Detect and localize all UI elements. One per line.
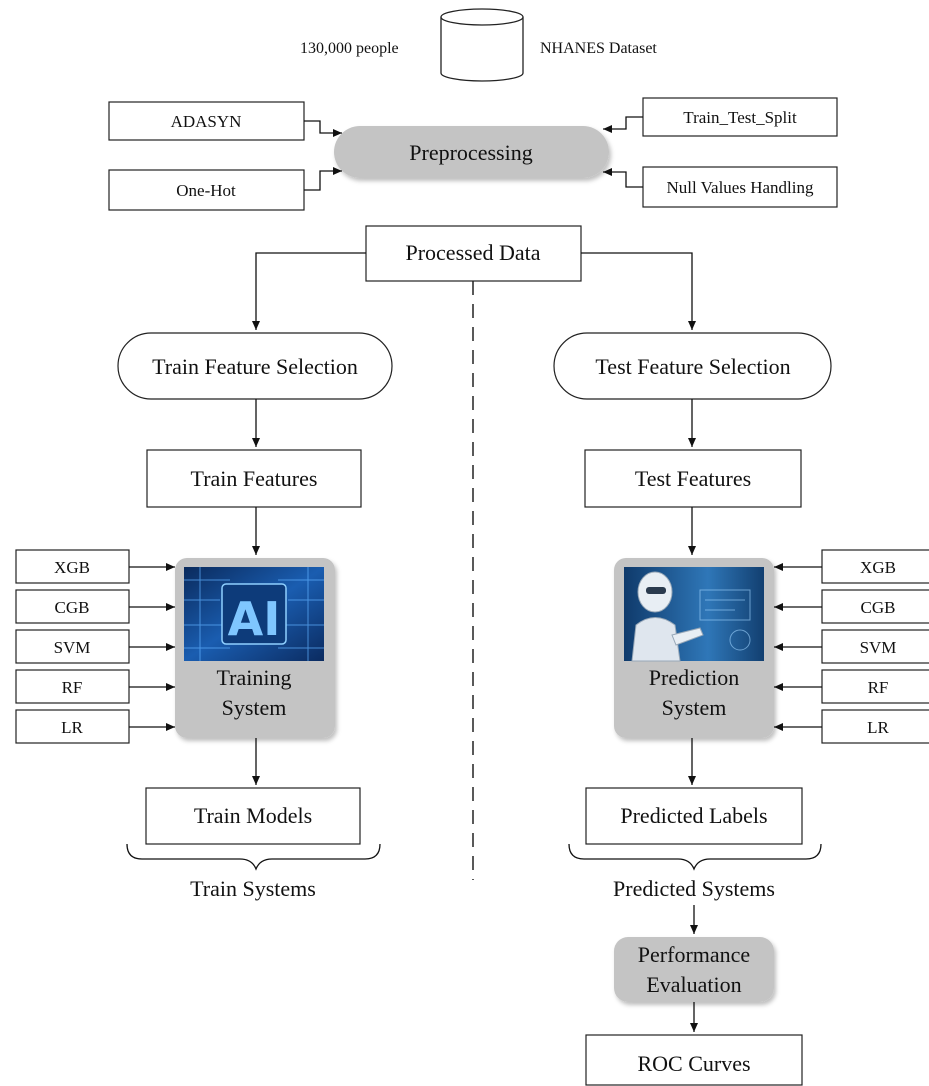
test-algo-box-cgb	[821, 589, 929, 624]
adasyn-label: ADASYN	[171, 112, 242, 131]
train-systems-label: Train Systems	[190, 876, 316, 901]
training-system-label-line1: Training	[217, 665, 292, 690]
training-system-label-line2: System	[222, 695, 287, 720]
performance-evaluation-node	[614, 937, 774, 1002]
test-branch-connector	[581, 252, 696, 330]
dataset-count-label: 130,000 people	[300, 40, 399, 57]
train-algo-label-lr: LR	[61, 718, 83, 737]
dataset-cylinder	[440, 8, 524, 82]
train-features-label: Train Features	[191, 466, 318, 491]
roc-curves-box	[585, 1034, 803, 1086]
train-algo-box-xgb	[15, 549, 130, 584]
train-algo-box-cgb	[15, 589, 130, 624]
predicted-systems-brace	[568, 843, 822, 871]
one-hot-label: One-Hot	[176, 181, 236, 200]
processed-data-label: Processed Data	[405, 240, 540, 265]
predicted-labels-box	[585, 787, 803, 845]
test-algo-label-lr: LR	[867, 718, 889, 737]
prediction-system-label-line1: Prediction	[649, 665, 739, 690]
null-values-connector	[603, 168, 643, 188]
test-features-label: Test Features	[635, 466, 751, 491]
preprocessing-label: Preprocessing	[409, 140, 532, 165]
test-features-box	[584, 449, 802, 508]
train-models-box	[145, 787, 361, 845]
test-algo-label-cgb: CGB	[861, 598, 896, 617]
test-algorithms: XGB CGB SVM RF LR	[774, 549, 929, 744]
dataset-name-label: NHANES Dataset	[540, 40, 657, 57]
robot-image	[624, 567, 764, 662]
train-systems-brace	[126, 843, 381, 871]
train-algo-label-svm: SVM	[54, 638, 91, 657]
performance-evaluation-label-line1: Performance	[638, 942, 750, 967]
train-features-box	[146, 449, 362, 508]
train-feature-selection-node	[117, 332, 393, 400]
train-algorithms: XGB CGB SVM RF LR	[15, 549, 175, 744]
test-algo-label-svm: SVM	[860, 638, 897, 657]
train-algo-label-xgb: XGB	[54, 558, 90, 577]
test-algo-box-rf	[821, 669, 929, 704]
train-feature-selection-label: Train Feature Selection	[152, 354, 358, 379]
preprocessing-node	[334, 126, 609, 178]
adasyn-connector	[304, 120, 342, 137]
predicted-labels-label: Predicted Labels	[620, 803, 767, 828]
one-hot-box	[108, 169, 305, 211]
roc-curves-label: ROC Curves	[637, 1051, 750, 1076]
null-values-box	[642, 166, 838, 208]
null-values-label: Null Values Handling	[666, 178, 814, 197]
one-hot-connector	[304, 167, 342, 191]
ai-chip-letters: AI	[228, 592, 281, 646]
train-algo-label-rf: RF	[62, 678, 83, 697]
ai-chip-image: AI	[184, 567, 324, 661]
test-algo-label-xgb: XGB	[860, 558, 896, 577]
test-feature-selection-label: Test Feature Selection	[595, 354, 790, 379]
train-test-split-label: Train_Test_Split	[683, 108, 797, 127]
train-algo-label-cgb: CGB	[55, 598, 90, 617]
performance-evaluation-label-line2: Evaluation	[646, 972, 741, 997]
train-algo-box-svm	[15, 629, 130, 664]
train-algo-box-rf	[15, 669, 130, 704]
train-models-label: Train Models	[194, 803, 312, 828]
test-algo-box-svm	[821, 629, 929, 664]
test-algo-box-xgb	[821, 549, 929, 584]
train-branch-connector	[252, 252, 366, 330]
prediction-system-label-line2: System	[662, 695, 727, 720]
processed-data-box	[365, 225, 582, 282]
test-algo-label-rf: RF	[868, 678, 889, 697]
predicted-systems-label: Predicted Systems	[613, 876, 775, 901]
train-test-split-connector	[603, 116, 643, 133]
